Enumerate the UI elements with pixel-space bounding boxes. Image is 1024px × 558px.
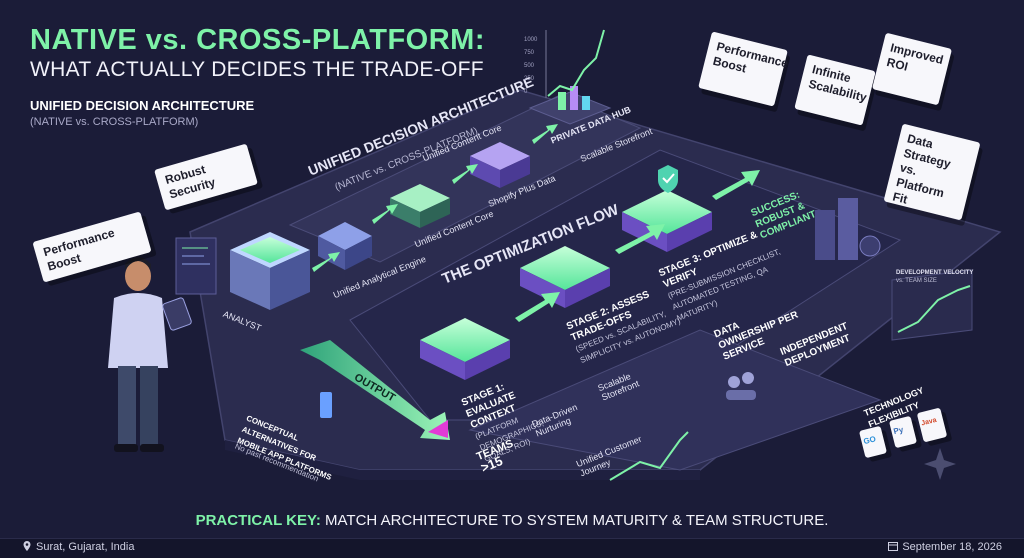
stage3-block: [622, 165, 712, 252]
top-arrows: [312, 124, 558, 272]
tick: 250: [524, 76, 535, 82]
team-icons: [726, 372, 756, 400]
practical-key: PRACTICAL KEY: MATCH ARCHITECTURE TO SYS…: [0, 512, 1024, 529]
location-text: Surat, Gujarat, India: [36, 541, 135, 553]
tick: 0: [524, 89, 528, 95]
stage1-block: [420, 318, 510, 380]
velocity-sub: vs. TEAM SIZE: [896, 278, 937, 284]
analyst-server: [230, 232, 310, 310]
velocity-chart: [891, 269, 973, 341]
date-text: September 18, 2026: [902, 541, 1002, 553]
date: September 18, 2026: [888, 541, 1002, 553]
journey-chart: [609, 431, 689, 481]
location-pin-icon: [23, 541, 31, 551]
velocity-title: DEVELOPMENT VELOCITY: [896, 270, 974, 276]
mini-chart-ticks: 1000 750 500 250 0: [524, 34, 537, 99]
shopify-node: [470, 142, 530, 188]
person-figure: [108, 257, 192, 452]
phone-device: [320, 392, 332, 418]
tick: 500: [524, 63, 535, 69]
architecture-heading: UNIFIED DECISION ARCHITECTURE: [30, 98, 255, 113]
sparkle-icon: [924, 448, 956, 480]
engine-node: [318, 222, 372, 270]
core-node: [390, 184, 450, 228]
tick: 1000: [524, 37, 538, 43]
architecture-subheading: (NATIVE vs. CROSS-PLATFORM): [30, 116, 199, 128]
tick: 750: [524, 50, 535, 56]
bottom-bar: [0, 538, 1024, 558]
practical-key-text: MATCH ARCHITECTURE TO SYSTEM MATURITY & …: [320, 512, 829, 529]
code-panel: [175, 237, 217, 295]
practical-key-bold: PRACTICAL KEY:: [195, 512, 321, 529]
page-subtitle: WHAT ACTUALLY DECIDES THE TRADE-OFF: [30, 58, 484, 81]
lower-tray: [468, 329, 882, 471]
output-arrow: [300, 340, 450, 440]
flow-arrows: [515, 170, 760, 322]
calendar-icon: [888, 542, 899, 551]
location: Surat, Gujarat, India: [22, 541, 134, 553]
top-mini-chart: [545, 29, 605, 98]
server-stack: [815, 198, 881, 260]
page-title: NATIVE vs. CROSS-PLATFORM:: [30, 24, 485, 56]
hub-node: [528, 86, 612, 125]
